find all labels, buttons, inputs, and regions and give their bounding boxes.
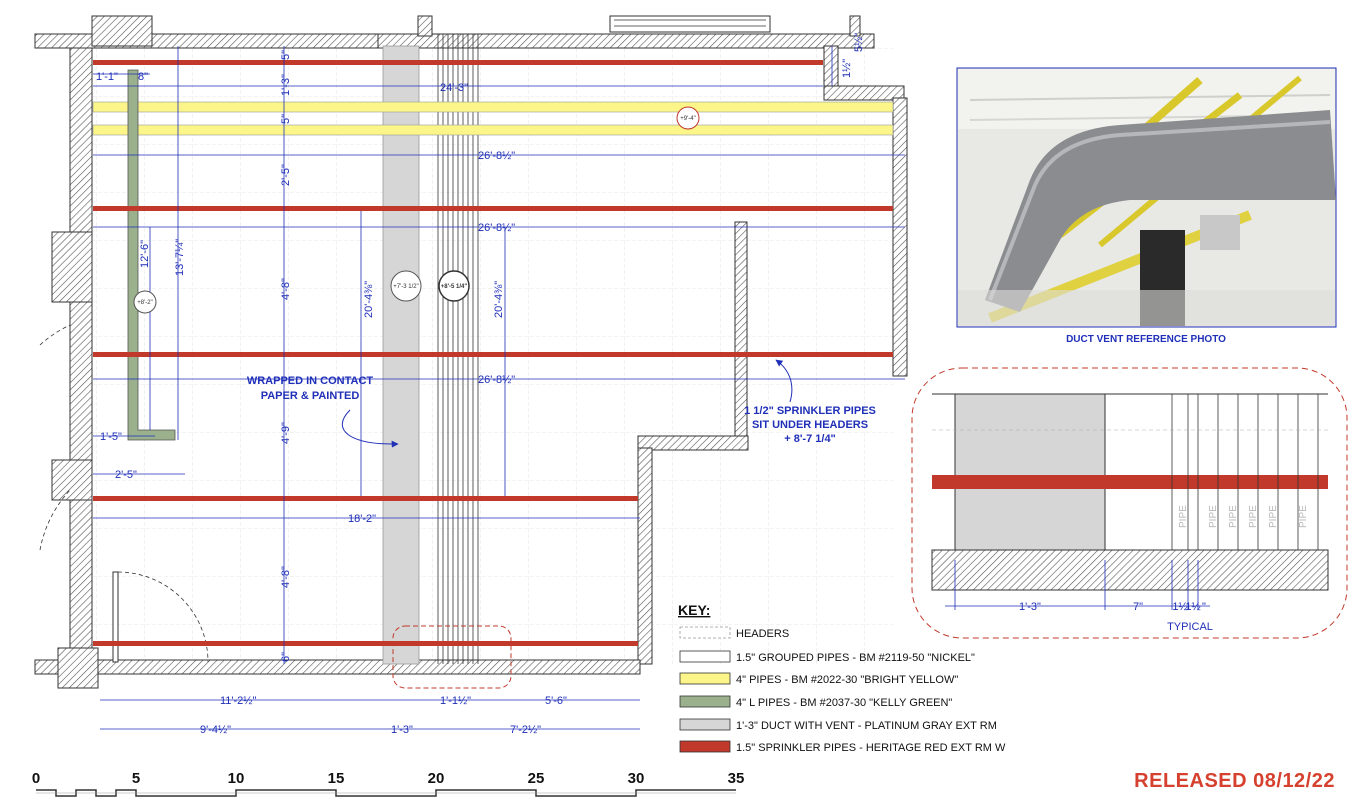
grouped-pipes — [437, 34, 479, 664]
dimension-label: 1'-3" — [391, 724, 413, 736]
dimension-label: 1'-1" — [96, 71, 118, 83]
green-l-pipe — [127, 69, 176, 441]
dimension-label: 4'-9" — [280, 422, 292, 444]
pipe-label: PIPE — [1178, 505, 1189, 528]
detail-sprinkler — [932, 475, 1328, 489]
legend-title: KEY: — [678, 602, 710, 618]
svg-text:4" L PIPES - BM #2037-30 "KELL: 4" L PIPES - BM #2037-30 "KELLY GREEN" — [736, 697, 952, 709]
dimension-label: 5" — [280, 50, 292, 60]
legend-item: 4" PIPES - BM #2022-30 "BRIGHT YELLOW" — [679, 672, 958, 686]
legend-item: 1.5" GROUPED PIPES - BM #2119-50 "NICKEL… — [679, 650, 975, 664]
scale-bar: 0 5 10 15 20 25 30 35 — [32, 770, 745, 797]
legend-item: 1'-3" DUCT WITH VENT - PLATINUM GRAY EXT… — [679, 718, 997, 732]
pipe-label: PIPE — [1268, 505, 1279, 528]
svg-text:4" PIPES - BM #2022-30 "BRIGHT: 4" PIPES - BM #2022-30 "BRIGHT YELLOW" — [736, 674, 958, 686]
detail-pipes — [1171, 394, 1319, 550]
dimension-label: 26'-8½" — [478, 374, 515, 386]
detail-typical-label: TYPICAL — [1167, 621, 1213, 633]
svg-text:1'-3" DUCT WITH VENT - PLATINU: 1'-3" DUCT WITH VENT - PLATINUM GRAY EXT… — [736, 720, 997, 732]
dimension-label: 2'-5" — [115, 469, 137, 481]
svg-text:1 1/2" SPRINKLER PIPES: 1 1/2" SPRINKLER PIPES — [744, 405, 876, 417]
dimension-label: 26'-8½" — [478, 150, 515, 162]
dimension-lines — [93, 46, 905, 730]
dimension-label: 2'-5" — [280, 164, 292, 186]
sprinkler-pipes — [93, 60, 893, 646]
dimension-label: 11'-2½" — [220, 695, 256, 707]
dimension-label: 8" — [138, 71, 148, 83]
scale-tick: 15 — [328, 770, 345, 787]
legend-item: HEADERS — [679, 626, 789, 640]
detail-callout-outline — [911, 367, 1348, 639]
plan-area: 1'-1" 8" 24'-3" 26'-8½" 26'-8½" 26'-8½" … — [34, 15, 908, 736]
svg-text:+8'-2": +8'-2" — [137, 300, 152, 306]
svg-text:+ 8'-7 1/4": + 8'-7 1/4" — [784, 433, 836, 445]
photo-caption: DUCT VENT REFERENCE PHOTO — [1066, 334, 1226, 345]
svg-text:+7'-3 1/2": +7'-3 1/2" — [393, 284, 418, 290]
detail-dimension: 7" — [1133, 601, 1143, 613]
svg-text:+9'-4": +9'-4" — [680, 116, 695, 122]
dimension-label: 12'-6" — [139, 240, 151, 268]
svg-text:PAPER & PAINTED: PAPER & PAINTED — [261, 390, 360, 402]
dimension-label: 24'-3" — [440, 82, 468, 94]
scale-tick: 25 — [528, 770, 545, 787]
scale-tick: 5 — [132, 770, 140, 787]
dimension-label: 7'-2½" — [510, 724, 541, 736]
svg-text:SIT UNDER HEADERS: SIT UNDER HEADERS — [752, 419, 868, 431]
release-stamp: RELEASED 08/12/22 — [1134, 770, 1335, 792]
pipe-label: PIPE — [1208, 505, 1219, 528]
detail-callout-box — [392, 625, 512, 689]
dimension-label: 18'-2" — [348, 513, 376, 525]
dimension-label: 1'-5" — [100, 431, 122, 443]
elevation-bubble: +7'-3 1/2" — [390, 270, 422, 302]
pipe-label: PIPE — [1298, 505, 1309, 528]
elevation-bubble: +8'-2" — [133, 290, 157, 314]
dimension-label: 4'-8" — [280, 566, 292, 588]
scale-tick: 35 — [728, 770, 745, 787]
walls — [34, 15, 908, 689]
yellow-pipes — [92, 101, 894, 136]
svg-text:1.5" GROUPED PIPES - BM #2119: 1.5" GROUPED PIPES - BM #2119-50 "NICKEL… — [736, 652, 975, 664]
dimension-label: 1½" — [841, 59, 853, 78]
note-wrapped: WRAPPED IN CONTACT PAPER & PAINTED — [247, 375, 399, 448]
svg-text:1.5" SPRINKLER PIPES - HERITA: 1.5" SPRINKLER PIPES - HERITAGE RED EXT … — [736, 742, 1006, 754]
detail-dimension: 1'-3" — [1019, 601, 1041, 613]
dimension-label: 4'-8" — [280, 278, 292, 300]
scale-tick: 10 — [228, 770, 245, 787]
dimension-label: 5" — [280, 114, 292, 124]
dimension-label: 20'-4⅜" — [493, 281, 505, 318]
dimension-label: 26'-8½" — [478, 222, 515, 234]
scale-tick: 30 — [628, 770, 645, 787]
elevation-bubble: +8'-5 1/4" — [438, 270, 470, 302]
svg-text:HEADERS: HEADERS — [736, 628, 789, 640]
dimension-label: 20'-4⅜" — [363, 281, 375, 318]
detail-dimension: " — [1202, 601, 1206, 613]
detail-duct — [954, 393, 1106, 551]
detail-dimension: 1½ — [1185, 601, 1200, 613]
dimension-label: 5½" — [853, 33, 865, 52]
dimension-label: 5'-6" — [545, 695, 567, 707]
dimension-label: 13'-7¼" — [174, 239, 186, 276]
dimension-label: 9'-4½" — [200, 724, 231, 736]
scale-tick: 20 — [428, 770, 445, 787]
legend-item: 1.5" SPRINKLER PIPES - HERITAGE RED EXT … — [679, 740, 1006, 754]
elevation-bubble: +9'-4" — [676, 106, 700, 130]
pipe-label: PIPE — [1248, 505, 1259, 528]
dimension-label: 1'-3" — [280, 74, 292, 96]
note-sprinkler: 1 1/2" SPRINKLER PIPES SIT UNDER HEADERS… — [744, 359, 876, 445]
dimension-label: 6" — [280, 652, 292, 662]
dimension-label: 1'-1½" — [440, 695, 471, 707]
svg-text:WRAPPED IN CONTACT: WRAPPED IN CONTACT — [247, 375, 374, 387]
scale-tick: 0 — [32, 770, 40, 787]
pipe-label: PIPE — [1228, 505, 1239, 528]
detail-dimension: 1½ — [1172, 601, 1187, 613]
detail-section: PIPE PIPE PIPE PIPE PIPE PIPE 1'-3" 7" 1… — [911, 367, 1348, 639]
duct-reference-photo: DUCT VENT REFERENCE PHOTO — [956, 67, 1337, 345]
svg-text:+8'-5 1/4": +8'-5 1/4" — [441, 284, 468, 290]
legend-item: 4" L PIPES - BM #2037-30 "KELLY GREEN" — [679, 695, 952, 709]
legend: KEY: HEADERS 1.5" GROUPED PIPES - BM #21… — [678, 602, 1006, 754]
